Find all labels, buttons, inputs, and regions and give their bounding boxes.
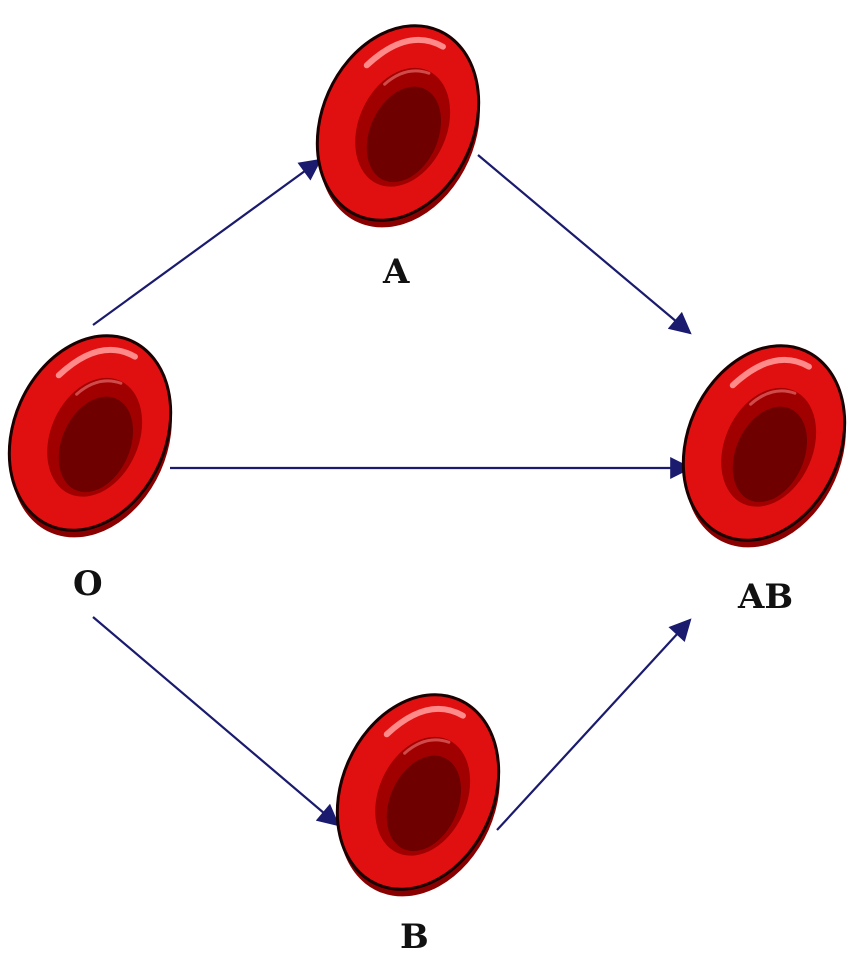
arrow-o-to-a <box>92 158 322 326</box>
blood-type-label-ab: AB <box>738 577 794 617</box>
blood-type-label-b: B <box>400 917 429 957</box>
red-blood-cell-icon-a <box>315 24 481 228</box>
red-blood-cell-icon-ab <box>681 344 847 548</box>
blood-type-label-a: A <box>383 252 410 292</box>
arrows <box>92 154 693 831</box>
arrow-a-to-ab <box>477 154 692 335</box>
red-blood-cell-icon-b <box>335 693 501 897</box>
arrow-o-to-b <box>92 616 340 827</box>
red-blood-cell-icon-o <box>7 334 173 538</box>
arrow-b-to-ab <box>496 618 692 831</box>
blood-type-label-o: O <box>73 564 103 604</box>
